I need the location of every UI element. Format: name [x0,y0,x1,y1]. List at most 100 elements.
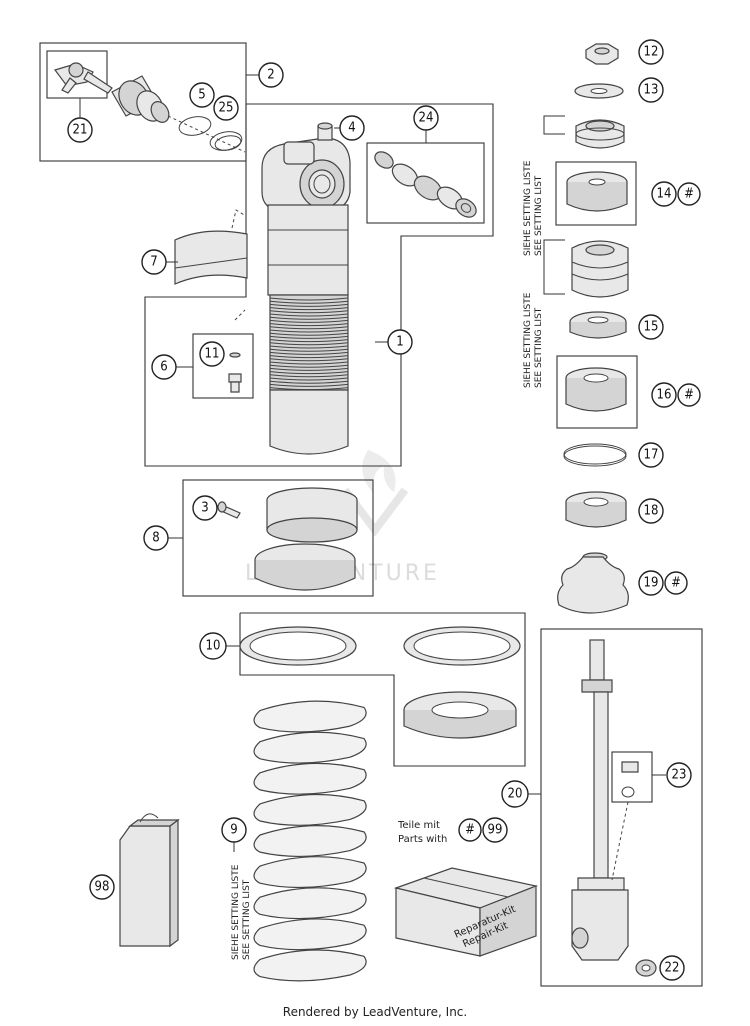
part-10-spring-washer [239,626,521,666]
callout-9: 9 [221,817,247,843]
repair-kit-box [393,867,539,957]
callout-19: 19 [638,570,664,596]
part-12-nut [585,43,619,65]
svg-text:5: 5 [198,88,205,103]
part-14-piston [566,171,628,212]
group-20-frame [540,628,703,987]
callout-98: 98 [89,874,115,900]
callout-23: 23 [666,762,692,788]
callout-25: 25 [213,95,239,121]
callout-10: 10 [199,632,227,660]
callout-7: 7 [141,249,167,275]
svg-text:2: 2 [267,68,274,83]
callout-16: 16 [651,382,677,408]
part-21-adjuster [54,62,113,94]
bracket-16 [543,239,565,295]
svg-text:15: 15 [644,320,659,335]
callout-1: 1 [387,329,413,355]
part-23-dash [611,801,629,881]
part-6-screw [228,352,242,393]
callout-8: 8 [143,525,169,551]
setting-list-label-spring: SIEHE SETTING LISTE SEE SETTING LIST [231,864,252,960]
callout-99: 99 [482,817,508,843]
svg-text:11: 11 [205,347,220,362]
callout-3: 3 [192,495,218,521]
part-21-inner-frame [46,50,108,99]
svg-text:16: 16 [657,388,672,403]
callout-14-hash: # [677,182,701,206]
callout-14: 14 [651,181,677,207]
part-14-frame [555,161,637,226]
callout-2: 2 [258,62,284,88]
setting-list-de: SIEHE SETTING LISTE [523,160,533,256]
svg-text:7: 7 [150,255,157,270]
part-5-o-ring [178,116,212,136]
part-14a-shims [575,119,625,149]
callout-4: 4 [339,115,365,141]
part-3-bolt [217,501,241,519]
part-4-valve [317,122,333,141]
svg-text:9: 9 [230,823,237,838]
callout-99-hash: # [458,818,482,842]
part-13-washer [574,83,624,99]
part-25-o-ring [209,131,243,151]
setting-list-en: SEE SETTING LIST [534,175,544,256]
callout-19-hash: # [664,571,688,595]
callout-15: 15 [638,314,664,340]
part-16-piston [565,367,627,412]
svg-text:#: # [684,388,694,403]
svg-text:4: 4 [348,121,355,136]
svg-text:18: 18 [644,504,659,519]
part-18-bushing [565,491,627,528]
svg-text:22: 22 [665,961,680,976]
part-7-sleeve [174,230,248,285]
group-2-axis-line [167,115,246,153]
callout-24: 24 [413,105,439,131]
svg-text:3: 3 [201,501,208,516]
bracket-14 [543,115,565,135]
part-23-frame [611,751,653,803]
part-17-circlip [563,443,627,467]
part-98-oil-can [119,813,180,948]
svg-text:20: 20 [508,787,523,802]
setting-list-label-14: SIEHE SETTING LISTE SEE SETTING LIST [523,160,544,256]
part-8-adjuster-ring [254,487,358,591]
setting-list-label-16: SIEHE SETTING LISTE SEE SETTING LIST [523,292,544,388]
group-2-frame [39,42,247,162]
svg-text:21: 21 [73,123,88,138]
svg-text:6: 6 [160,360,167,375]
setting-list-en: SEE SETTING LIST [534,307,544,388]
svg-text:#: # [671,576,681,591]
svg-text:13: 13 [644,83,659,98]
callout-20: 20 [501,780,529,808]
svg-text:#: # [684,187,694,202]
svg-text:24: 24 [419,111,434,126]
part-14b-shim-stack [571,240,629,298]
part-22-bushing [635,959,657,977]
part-6-dash [234,309,246,321]
part-10-spring-retainer [403,691,517,739]
part-7-dash [231,209,247,229]
setting-list-de: SIEHE SETTING LISTE [231,864,241,960]
svg-text:12: 12 [644,45,659,60]
svg-text:10: 10 [206,639,221,654]
svg-text:98: 98 [95,880,110,895]
part-25-o-ring-inner [214,135,242,151]
svg-text:1: 1 [396,335,403,350]
callout-18: 18 [638,498,664,524]
part-19-bump-stop [557,552,629,614]
part-6-frame [192,333,254,399]
callout-17: 17 [638,442,664,468]
part-16-frame [556,355,638,429]
setting-list-en: SEE SETTING LIST [242,879,252,960]
part-2-valve-body [111,75,170,123]
callout-13: 13 [638,77,664,103]
svg-text:#: # [465,823,475,838]
callout-12: 12 [638,39,664,65]
part-9-spring [253,700,367,982]
parts-with-label-en: Parts with [398,834,447,845]
callout-16-hash: # [677,383,701,407]
callout-21: 21 [67,117,93,143]
callout-5: 5 [189,82,215,108]
